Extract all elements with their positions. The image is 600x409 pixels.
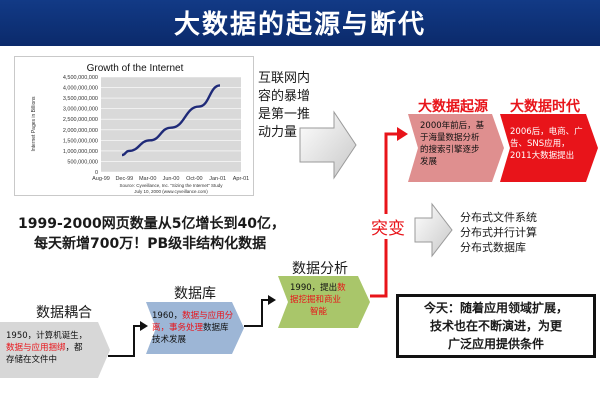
origin-text: 2000年前后，基 于海量数据分析 的搜索引擎逐步 发展 [420, 120, 484, 168]
mutation-label: 突变 [368, 214, 408, 239]
coupling-text-line2b: ，都 [65, 343, 83, 353]
database-text-line1a: 1960， [152, 311, 183, 321]
coupling-text-line2a: 数据与应用捆绑 [6, 343, 66, 353]
database-text-line2: 离，事务处理数据库 [152, 322, 233, 334]
black-step-arrowhead2 [268, 295, 276, 305]
x-tick-label: Aug-99 [92, 176, 110, 182]
mutation-arrow [414, 202, 453, 258]
x-tick-label: Oct-00 [186, 176, 203, 182]
database-text-line1: 1960，数据与应用分 [152, 310, 233, 322]
y-ticks: 0 500,000,000 1,000,000,000 1,500,000,000 2,… [63, 75, 98, 176]
growth-line1: 互联网内 [258, 71, 311, 86]
chart-svg: Growth of the Internet 0 500,000,000 1,000… [31, 63, 249, 194]
y-tick-label: 500,000,000 [67, 159, 98, 165]
database-text-line3: 技术发展 [152, 335, 187, 345]
era-box [500, 114, 598, 182]
database-text: 1960，数据与应用分 离，事务处理数据库 技术发展 [152, 310, 233, 346]
distributed-item-fs: 分布式文件系统 [460, 211, 537, 224]
coupling-label: 数据耦合 [36, 305, 92, 321]
coupling-box [0, 322, 110, 378]
plot-area [101, 77, 241, 172]
today-line2: 技术也在不断演进，为更 [429, 319, 562, 333]
distributed-item-db: 分布式数据库 [460, 241, 526, 254]
analysis-text-line1: 1990，提出数 [290, 282, 346, 294]
y-tick-label: 3,500,000,000 [63, 96, 98, 102]
database-box [146, 302, 244, 354]
origin-text-line1: 2000年前后，基 [420, 121, 485, 131]
database-label: 数据库 [174, 286, 216, 302]
today-line1: 今天：随着应用领域扩展， [423, 301, 568, 315]
database-text-line1b: 数据与应用分 [182, 311, 234, 321]
chart-source-line1: Source: Cyveillance, Inc. "Sizing the In… [120, 183, 224, 188]
database-text-line2a: 离，事务处理 [152, 323, 204, 333]
analysis-text-line2: 据挖掘和商业 [290, 295, 342, 305]
analysis-text: 1990，提出数 据挖掘和商业 智能 [290, 282, 346, 318]
title-bar [0, 0, 600, 46]
era-text-line1: 2006后，电商、广 [510, 127, 583, 137]
analysis-box [278, 276, 370, 328]
growth-line3: 是第一推 [258, 107, 311, 122]
red-step-arrowhead [397, 127, 408, 141]
era-text-line3: 2011大数据提出 [510, 151, 575, 161]
y-tick-label: 2,500,000,000 [63, 117, 98, 123]
y-tick-label: 1,500,000,000 [63, 138, 98, 144]
origin-text-line4: 发展 [420, 157, 438, 167]
y-tick-label: 4,000,000,000 [63, 86, 98, 92]
distributed-list: 分布式文件系统 分布式并行计算 分布式数据库 [460, 210, 537, 255]
analysis-label: 数据分析 [292, 261, 348, 277]
x-tick-label: Mar-00 [139, 176, 156, 182]
series-line [121, 84, 221, 157]
y-tick-label: 0 [95, 170, 98, 176]
today-box: 今天：随着应用领域扩展， 技术也在不断演进，为更 广泛应用提供条件 [396, 294, 596, 358]
black-step-line1 [108, 325, 140, 357]
growth-text: 互联网内 容的暴增 是第一推 动力量 [258, 70, 310, 142]
y-tick-label: 2,000,000,000 [63, 128, 98, 134]
era-title: 大数据时代 [510, 99, 580, 115]
chart-source-line2: July 10, 2000 (www.cyveillance.com) [134, 189, 208, 194]
coupling-text-line3: 存储在文件中 [6, 355, 58, 365]
page-title: 大数据的起源与断代 [173, 10, 426, 40]
origin-text-line2: 于海量数据分析 [420, 133, 480, 143]
grid-lines [101, 76, 241, 173]
x-tick-label: Dec-99 [115, 176, 133, 182]
analysis-text-line1b: 数 [337, 283, 346, 293]
y-tick-label: 1,000,000,000 [63, 149, 98, 155]
x-ticks: Aug-99 Dec-99 Mar-00 Jun-00 Oct-00 Jan-01 Apr-… [92, 176, 249, 182]
y-tick-label: 4,500,000,000 [63, 75, 98, 81]
x-tick-label: Apr-01 [233, 176, 250, 182]
caption-line1: 1999-2000网页数量从5亿增长到40亿， [18, 216, 285, 232]
analysis-text-line1a: 1990，提出 [290, 283, 338, 293]
origin-text-line3: 的搜索引擎逐步 [420, 145, 480, 155]
distributed-item-compute: 分布式并行计算 [460, 226, 537, 239]
coupling-text: 1950，计算机诞生， 数据与应用捆绑，都 存储在文件中 [6, 330, 87, 366]
origin-title: 大数据起源 [418, 99, 488, 115]
coupling-text-line1: 1950，计算机诞生， [6, 331, 88, 341]
era-text-line2: 告、SNS应用， [510, 139, 570, 149]
x-tick-label: Jan-01 [209, 176, 226, 182]
y-axis-label: Internet Pages in Billions [31, 96, 37, 152]
internet-growth-chart: Growth of the Internet 0 500,000,000 1,000… [14, 56, 254, 196]
era-text: 2006后，电商、广 告、SNS应用， 2011大数据提出 [510, 126, 583, 162]
coupling-text-line2: 数据与应用捆绑，都 [6, 342, 87, 354]
chart-title: Growth of the Internet [87, 63, 184, 74]
analysis-text-line3: 智能 [310, 307, 328, 317]
origin-box [408, 114, 504, 182]
y-tick-label: 3,000,000,000 [63, 107, 98, 113]
black-step-line2 [244, 299, 268, 327]
today-line3: 广泛应用提供条件 [447, 337, 544, 351]
growth-line2: 容的暴增 [258, 89, 311, 104]
black-step-arrowhead1 [140, 321, 148, 331]
growth-line4: 动力量 [258, 125, 298, 140]
caption-line2: 每天新增700万！PB级非结构化数据 [34, 236, 267, 252]
x-tick-label: Jun-00 [163, 176, 180, 182]
database-text-line2b: 数据库 [203, 323, 229, 333]
growth-arrow [299, 110, 357, 180]
